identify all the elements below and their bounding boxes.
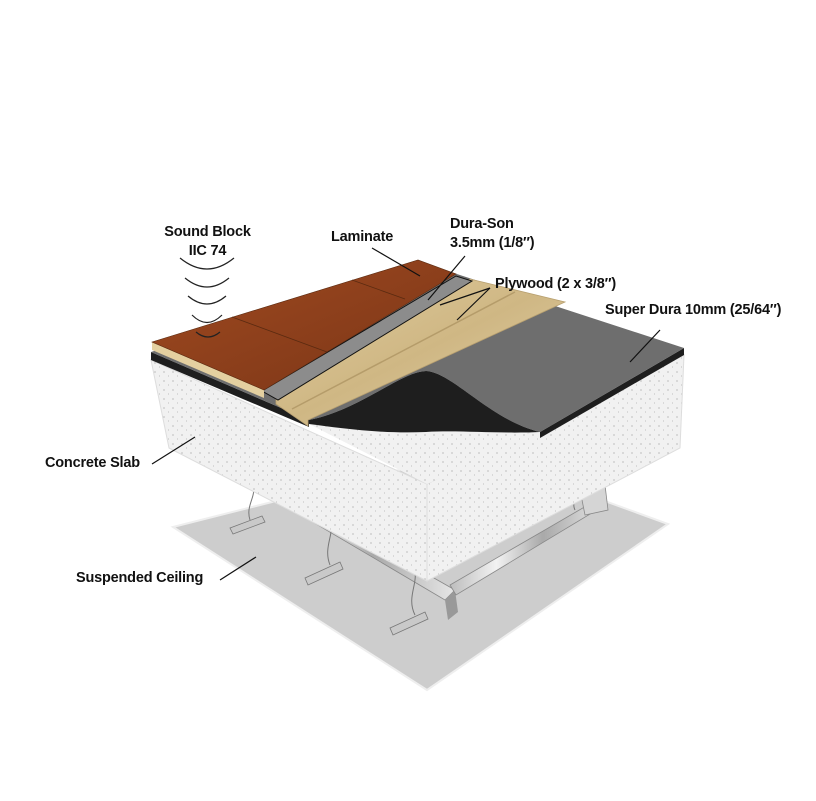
iic-rating-label: IIC 74 [188,243,227,259]
dura-son-thickness-label: 3.5mm (1/8″) [450,235,535,251]
plywood-layer [275,278,567,427]
dura-son-label: Dura-Son [450,216,514,232]
super-dura-label: Super Dura 10mm (25/64″) [605,302,782,318]
concrete-slab-label: Concrete Slab [45,455,140,471]
concrete-slab [150,354,685,582]
plywood-label: Plywood (2 x 3/8″) [495,276,616,292]
leader-lines [151,247,661,581]
suspended-ceiling-label: Suspended Ceiling [76,570,204,586]
dura-son-underlay [261,275,474,401]
laminate-flooring [151,259,457,398]
sound-wave-icon [179,257,235,338]
laminate-label: Laminate [331,229,394,245]
sound-block-label: Sound Block [164,224,251,240]
